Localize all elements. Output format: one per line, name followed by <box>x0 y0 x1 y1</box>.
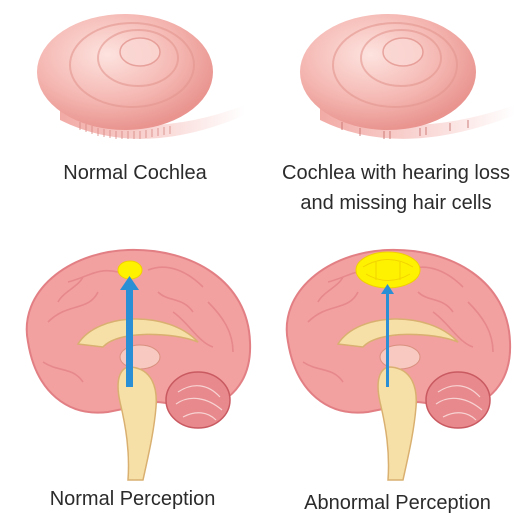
damaged-cochlea-panel <box>280 10 520 150</box>
abnormal-auditory-signal <box>356 252 420 288</box>
normal-auditory-signal <box>118 261 142 279</box>
normal-perception-caption: Normal Perception <box>10 486 255 512</box>
abnormal-brain-illustration <box>268 232 523 482</box>
normal-cochlea-panel <box>20 10 250 150</box>
abnormal-brain-panel <box>268 232 523 482</box>
damaged-cochlea-caption-line2: and missing hair cells <box>262 190 530 216</box>
normal-cochlea-illustration <box>20 10 250 150</box>
normal-cochlea-caption: Normal Cochlea <box>20 160 250 186</box>
normal-brain-illustration <box>8 232 258 482</box>
abnormal-perception-caption: Abnormal Perception <box>270 490 525 516</box>
damaged-cochlea-caption-line1: Cochlea with hearing loss <box>262 160 530 186</box>
damaged-cochlea-illustration <box>280 10 520 150</box>
normal-brain-panel <box>8 232 258 482</box>
